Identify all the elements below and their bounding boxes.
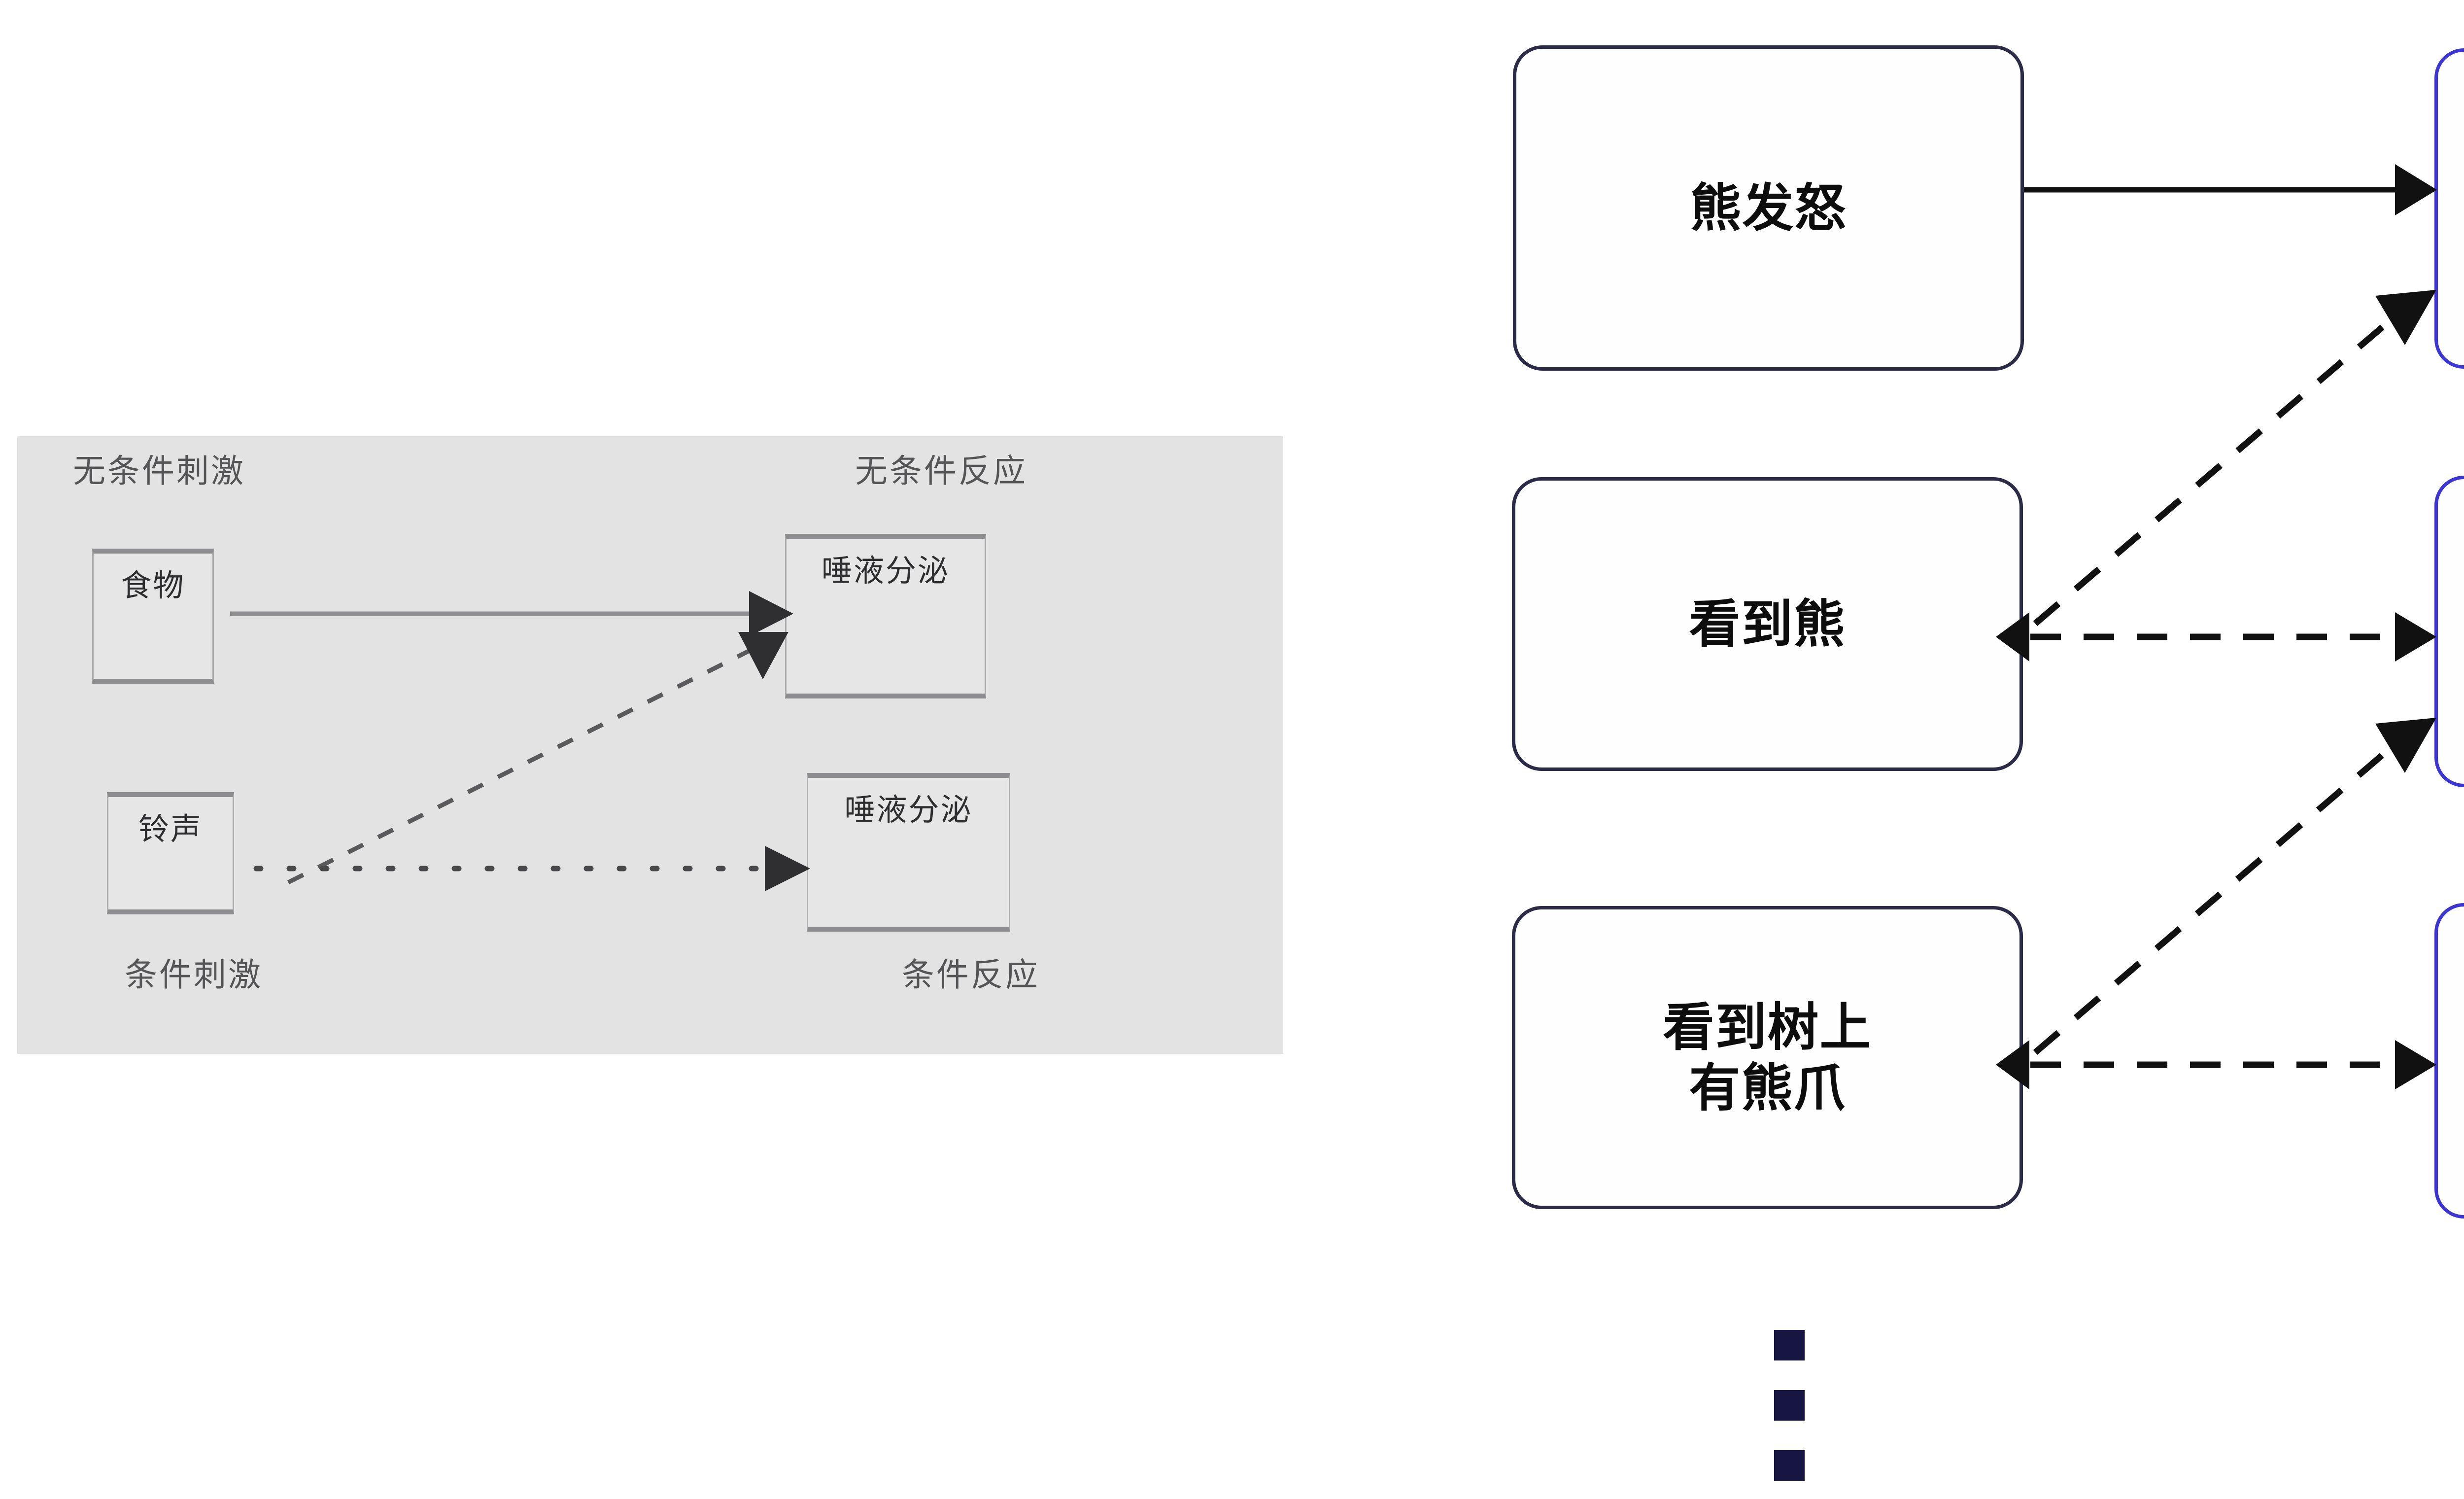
- node-value-next-state[interactable]: V(s′): [2434, 476, 2464, 787]
- box-food-label: 食物: [121, 567, 185, 603]
- node-reward[interactable]: 奖励: [2434, 48, 2464, 369]
- label-unconditioned-stimulus: 无条件刺激: [73, 452, 245, 490]
- node-bear-angry[interactable]: 熊发怒: [1513, 45, 2024, 371]
- arrow-see-claw-to-value-next-state: [2033, 718, 2436, 1055]
- box-salivation-conditioned-label: 唾液分泌: [844, 792, 973, 828]
- label-unconditioned-response: 无条件反应: [855, 452, 1027, 490]
- arrow-see-bear-to-value-next-state: [1996, 612, 2436, 662]
- arrow-bear-angry-to-reward: [2024, 164, 2437, 215]
- node-bear-angry-label: 熊发怒: [1690, 177, 1847, 238]
- arrow-see-bear-to-reward: [2033, 290, 2436, 626]
- ellipsis-left-dot-2: [1774, 1390, 1805, 1421]
- box-salivation-unconditioned: 唾液分泌: [785, 534, 986, 698]
- label-conditioned-response: 条件反应: [902, 956, 1040, 994]
- classical-conditioning-panel: 无条件刺激 无条件反应 条件刺激 条件反应 食物 铃声 唾液分泌 唾液分泌: [17, 436, 1283, 1054]
- box-bell: 铃声: [107, 792, 234, 914]
- box-food: 食物: [92, 549, 214, 684]
- ellipsis-left-dot-1: [1774, 1330, 1805, 1360]
- node-see-bear-claw[interactable]: 看到树上 有熊爪: [1512, 906, 2023, 1209]
- box-salivation-conditioned: 唾液分泌: [807, 773, 1010, 932]
- label-conditioned-stimulus: 条件刺激: [125, 956, 263, 994]
- node-see-bear-label: 看到熊: [1689, 593, 1846, 654]
- node-see-bear[interactable]: 看到熊: [1512, 477, 2023, 771]
- ellipsis-left-dot-3: [1774, 1450, 1805, 1481]
- box-bell-label: 铃声: [138, 811, 203, 847]
- node-see-bear-claw-label: 看到树上 有熊爪: [1663, 997, 1872, 1118]
- box-salivation-unconditioned-label: 唾液分泌: [821, 553, 950, 589]
- arrow-see-claw-to-value-state: [1996, 1040, 2436, 1089]
- node-value-state[interactable]: V(s): [2434, 903, 2464, 1219]
